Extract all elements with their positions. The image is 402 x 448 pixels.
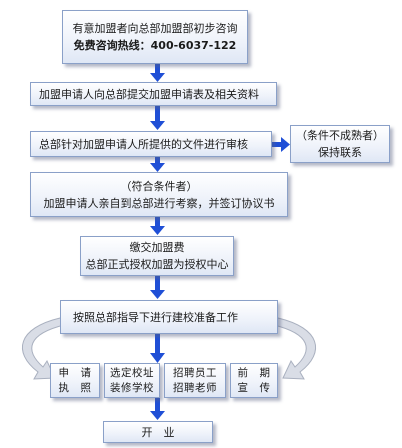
side-note-box: （条件不成熟者） 保持联系 xyxy=(290,125,390,163)
arrow-shaft-3 xyxy=(155,157,160,164)
arrow-shaft-7 xyxy=(155,398,160,412)
arrow-head-5 xyxy=(150,290,165,299)
inspect-line1: （符合条件者） xyxy=(120,179,198,193)
authorize-line2: 总部正式授权加盟为授权中心 xyxy=(85,258,229,271)
arrow-head-4 xyxy=(150,226,165,235)
left-curve-arrow xyxy=(22,317,65,380)
side-note-line2: 保持联系 xyxy=(318,146,362,159)
task-promotion-line1: 前 期 xyxy=(237,366,271,379)
inspect-line2: 加盟申请人亲自到总部进行考察，并签订协议书 xyxy=(43,196,275,210)
task-box-hiring: 招聘员工 招聘老师 xyxy=(164,363,226,398)
consult-box: 有意加盟者向总部加盟部初步咨询 免费咨询热线：400-6037-122 xyxy=(62,10,248,64)
consult-line1: 有意加盟者向总部加盟部初步咨询 xyxy=(72,22,238,35)
arrow-shaft-6 xyxy=(155,334,160,354)
inspect-box: （符合条件者） 加盟申请人亲自到总部进行考察，并签订协议书 xyxy=(30,172,288,217)
open-text: 开 业 xyxy=(141,425,175,439)
task-license-line1: 申 请 xyxy=(58,366,92,379)
consult-hotline: 免费咨询热线：400-6037-122 xyxy=(73,39,237,52)
task-box-site: 选定校址 装修学校 xyxy=(104,363,160,398)
arrow-shaft-5 xyxy=(155,276,160,291)
right-curve-arrow xyxy=(273,317,316,380)
task-license-line2: 执 照 xyxy=(58,381,92,394)
prepare-box: 按照总部指导下进行建校准备工作 xyxy=(60,300,278,334)
task-box-promotion: 前 期 宣 传 xyxy=(230,363,278,398)
prepare-text: 按照总部指导下进行建校准备工作 xyxy=(73,310,238,324)
review-box: 总部针对加盟申请人所提供的文件进行审核 xyxy=(30,131,272,157)
authorize-line1: 缴交加盟费 xyxy=(129,241,185,254)
arrow-head-7 xyxy=(150,411,165,420)
apply-text: 加盟申请人向总部提交加盟申请表及相关资料 xyxy=(39,87,259,101)
authorize-box: 缴交加盟费 总部正式授权加盟为授权中心 xyxy=(80,236,234,276)
open-box: 开 业 xyxy=(103,421,213,443)
arrow-head-6 xyxy=(150,353,165,363)
review-text: 总部针对加盟申请人所提供的文件进行审核 xyxy=(39,137,248,151)
task-hiring-line1: 招聘员工 xyxy=(173,366,217,379)
arrow-shaft-1 xyxy=(155,64,160,74)
task-hiring-line2: 招聘老师 xyxy=(173,381,217,394)
arrow-shaft-2 xyxy=(155,106,160,122)
task-site-line2: 装修学校 xyxy=(110,381,154,394)
task-box-license: 申 请 执 照 xyxy=(50,363,100,398)
arrow-shaft-4 xyxy=(155,217,160,227)
side-note-line1: （条件不成熟者） xyxy=(296,129,384,142)
arrow-head-side xyxy=(281,137,290,152)
apply-box: 加盟申请人向总部提交加盟申请表及相关资料 xyxy=(30,82,277,106)
task-site-line1: 选定校址 xyxy=(110,366,154,379)
arrow-head-3 xyxy=(150,163,165,172)
task-promotion-line2: 宣 传 xyxy=(237,381,271,394)
flow-arrows xyxy=(150,64,290,420)
arrow-head-1 xyxy=(150,73,165,82)
arrow-shaft-side xyxy=(272,142,282,147)
arrow-head-2 xyxy=(150,121,165,130)
